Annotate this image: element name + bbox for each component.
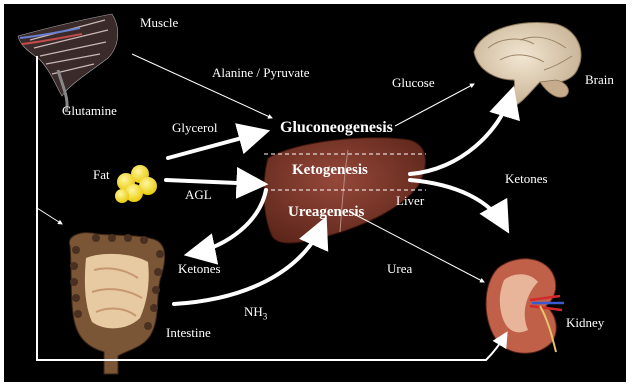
ketones-left-label: Ketones xyxy=(178,262,221,275)
liver-illustration xyxy=(264,138,426,243)
nh3-label: NH3 xyxy=(244,305,267,322)
nh3-subscript: 3 xyxy=(263,312,268,322)
glycerol-label: Glycerol xyxy=(172,121,217,134)
agl-label: AGL xyxy=(185,188,212,201)
urea-label: Urea xyxy=(387,262,412,275)
brain-illustration xyxy=(474,22,581,108)
ureagenesis-label: Ureagenesis xyxy=(288,205,364,220)
kidney-illustration xyxy=(486,259,564,354)
glutamine-label: Glutamine xyxy=(62,104,117,117)
gluconeogenesis-label: Gluconeogenesis xyxy=(280,120,393,136)
liver-label: Liver xyxy=(396,194,424,207)
alanine-pyruvate-label: Alanine / Pyruvate xyxy=(212,66,309,79)
fat-label: Fat xyxy=(93,168,110,181)
fat-droplets xyxy=(115,165,157,203)
muscle-illustration xyxy=(18,14,118,112)
nh3-base: NH xyxy=(244,304,263,319)
ketones-right-label: Ketones xyxy=(505,172,548,185)
muscle-label: Muscle xyxy=(140,16,178,29)
ketogenesis-label: Ketogenesis xyxy=(292,163,368,178)
kidney-label: Kidney xyxy=(566,316,604,329)
glucose-label: Glucose xyxy=(392,76,435,89)
intestine-label: Intestine xyxy=(166,326,211,339)
brain-label: Brain xyxy=(585,73,614,86)
intestine-illustration xyxy=(69,233,164,374)
